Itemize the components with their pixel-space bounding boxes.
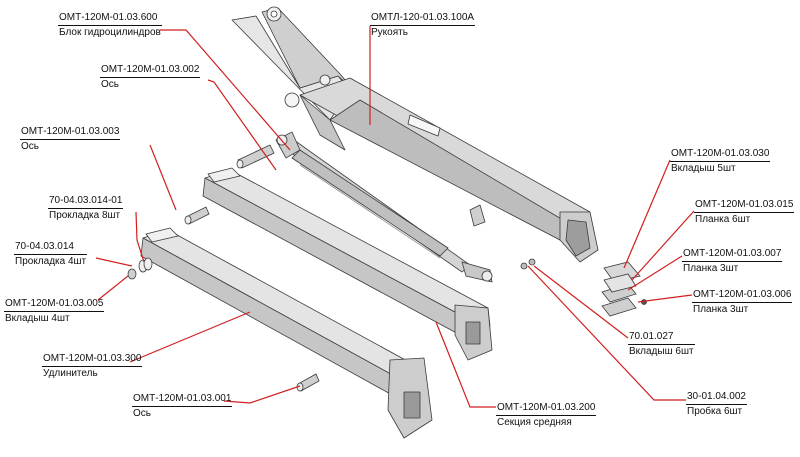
callout-middle-section[interactable]: ОМТ-120М-01.03.200 Секция средняя xyxy=(496,402,597,429)
callout-pin-001[interactable]: ОМТ-120М-01.03.001 Ось xyxy=(132,393,233,420)
part-code: ОМТЛ-120-01.03.100А xyxy=(370,12,476,26)
part-code: 70.01.027 xyxy=(628,331,695,345)
part-code: ОМТ-120М-01.03.300 xyxy=(42,353,143,367)
part-shims xyxy=(127,257,536,280)
leader-lines xyxy=(95,26,695,408)
part-name: Ось xyxy=(101,79,119,90)
part-code: 30-01.04.002 xyxy=(686,391,747,405)
part-name: Ось xyxy=(133,408,151,419)
part-name: Планка 3шт xyxy=(693,304,749,315)
part-name: Блок гидроцилиндров xyxy=(59,27,161,38)
part-name: Удлинитель xyxy=(43,368,98,379)
part-name: Прокладка 4шт xyxy=(15,256,87,267)
part-extender xyxy=(140,227,433,439)
part-pin-003 xyxy=(184,206,210,225)
part-code: ОМТ-120М-01.03.015 xyxy=(694,199,795,213)
callout-extender[interactable]: ОМТ-120М-01.03.300 Удлинитель xyxy=(42,353,143,380)
part-code: ОМТ-120М-01.03.006 xyxy=(692,289,793,303)
callout-cylinder-block[interactable]: ОМТ-120М-01.03.600 Блок гидроцилиндров xyxy=(58,12,162,39)
part-code: ОМТ-120М-01.03.200 xyxy=(496,402,597,416)
part-name: Пробка 6шт xyxy=(687,406,743,417)
part-name: Вкладыш 5шт xyxy=(671,163,736,174)
part-name: Секция средняя xyxy=(497,417,572,428)
part-middle-section xyxy=(202,167,493,361)
callout-pin-002[interactable]: ОМТ-120М-01.03.002 Ось xyxy=(100,64,201,91)
callout-pin-003[interactable]: ОМТ-120М-01.03.003 Ось xyxy=(20,126,121,153)
part-name: Вкладыш 4шт xyxy=(5,313,70,324)
part-code: ОМТ-120М-01.03.600 xyxy=(58,12,162,26)
part-pin-002 xyxy=(236,144,275,169)
callout-handle[interactable]: ОМТЛ-120-01.03.100А Рукоять xyxy=(370,12,476,39)
callout-insert-6[interactable]: 70.01.027 Вкладыш 6шт xyxy=(628,331,695,358)
part-name: Планка 6шт xyxy=(695,214,751,225)
callout-shim-8[interactable]: 70-04.03.014-01 Прокладка 8шт xyxy=(48,195,124,222)
part-code: ОМТ-120М-01.03.003 xyxy=(20,126,121,140)
callout-plate-3b[interactable]: ОМТ-120М-01.03.006 Планка 3шт xyxy=(692,289,793,316)
part-code: ОМТ-120М-01.03.005 xyxy=(4,298,105,312)
callout-plug[interactable]: 30-01.04.002 Пробка 6шт xyxy=(686,391,747,418)
callout-shim-4[interactable]: 70-04.03.014 Прокладка 4шт xyxy=(14,241,88,268)
part-code: 70-04.03.014-01 xyxy=(48,195,124,209)
part-code: ОМТ-120М-01.03.002 xyxy=(100,64,201,78)
callout-insert-4[interactable]: ОМТ-120М-01.03.005 Вкладыш 4шт xyxy=(4,298,105,325)
part-code: ОМТ-120М-01.03.007 xyxy=(682,248,783,262)
part-code: ОМТ-120М-01.03.030 xyxy=(670,148,771,162)
part-handle xyxy=(231,6,599,263)
part-name: Прокладка 8шт xyxy=(49,210,121,221)
part-code: ОМТ-120М-01.03.001 xyxy=(132,393,233,407)
part-cylinder-block xyxy=(275,131,493,283)
callout-insert-5[interactable]: ОМТ-120М-01.03.030 Вкладыш 5шт xyxy=(670,148,771,175)
part-pin-001 xyxy=(296,373,320,392)
part-name: Вкладыш 6шт xyxy=(629,346,694,357)
part-name: Рукоять xyxy=(371,27,408,38)
part-code: 70-04.03.014 xyxy=(14,241,88,255)
callout-plate-3a[interactable]: ОМТ-120М-01.03.007 Планка 3шт xyxy=(682,248,783,275)
callout-plate-6[interactable]: ОМТ-120М-01.03.015 Планка 6шт xyxy=(694,199,795,226)
part-name: Ось xyxy=(21,141,39,152)
part-name: Планка 3шт xyxy=(683,263,739,274)
part-plates xyxy=(601,261,647,317)
